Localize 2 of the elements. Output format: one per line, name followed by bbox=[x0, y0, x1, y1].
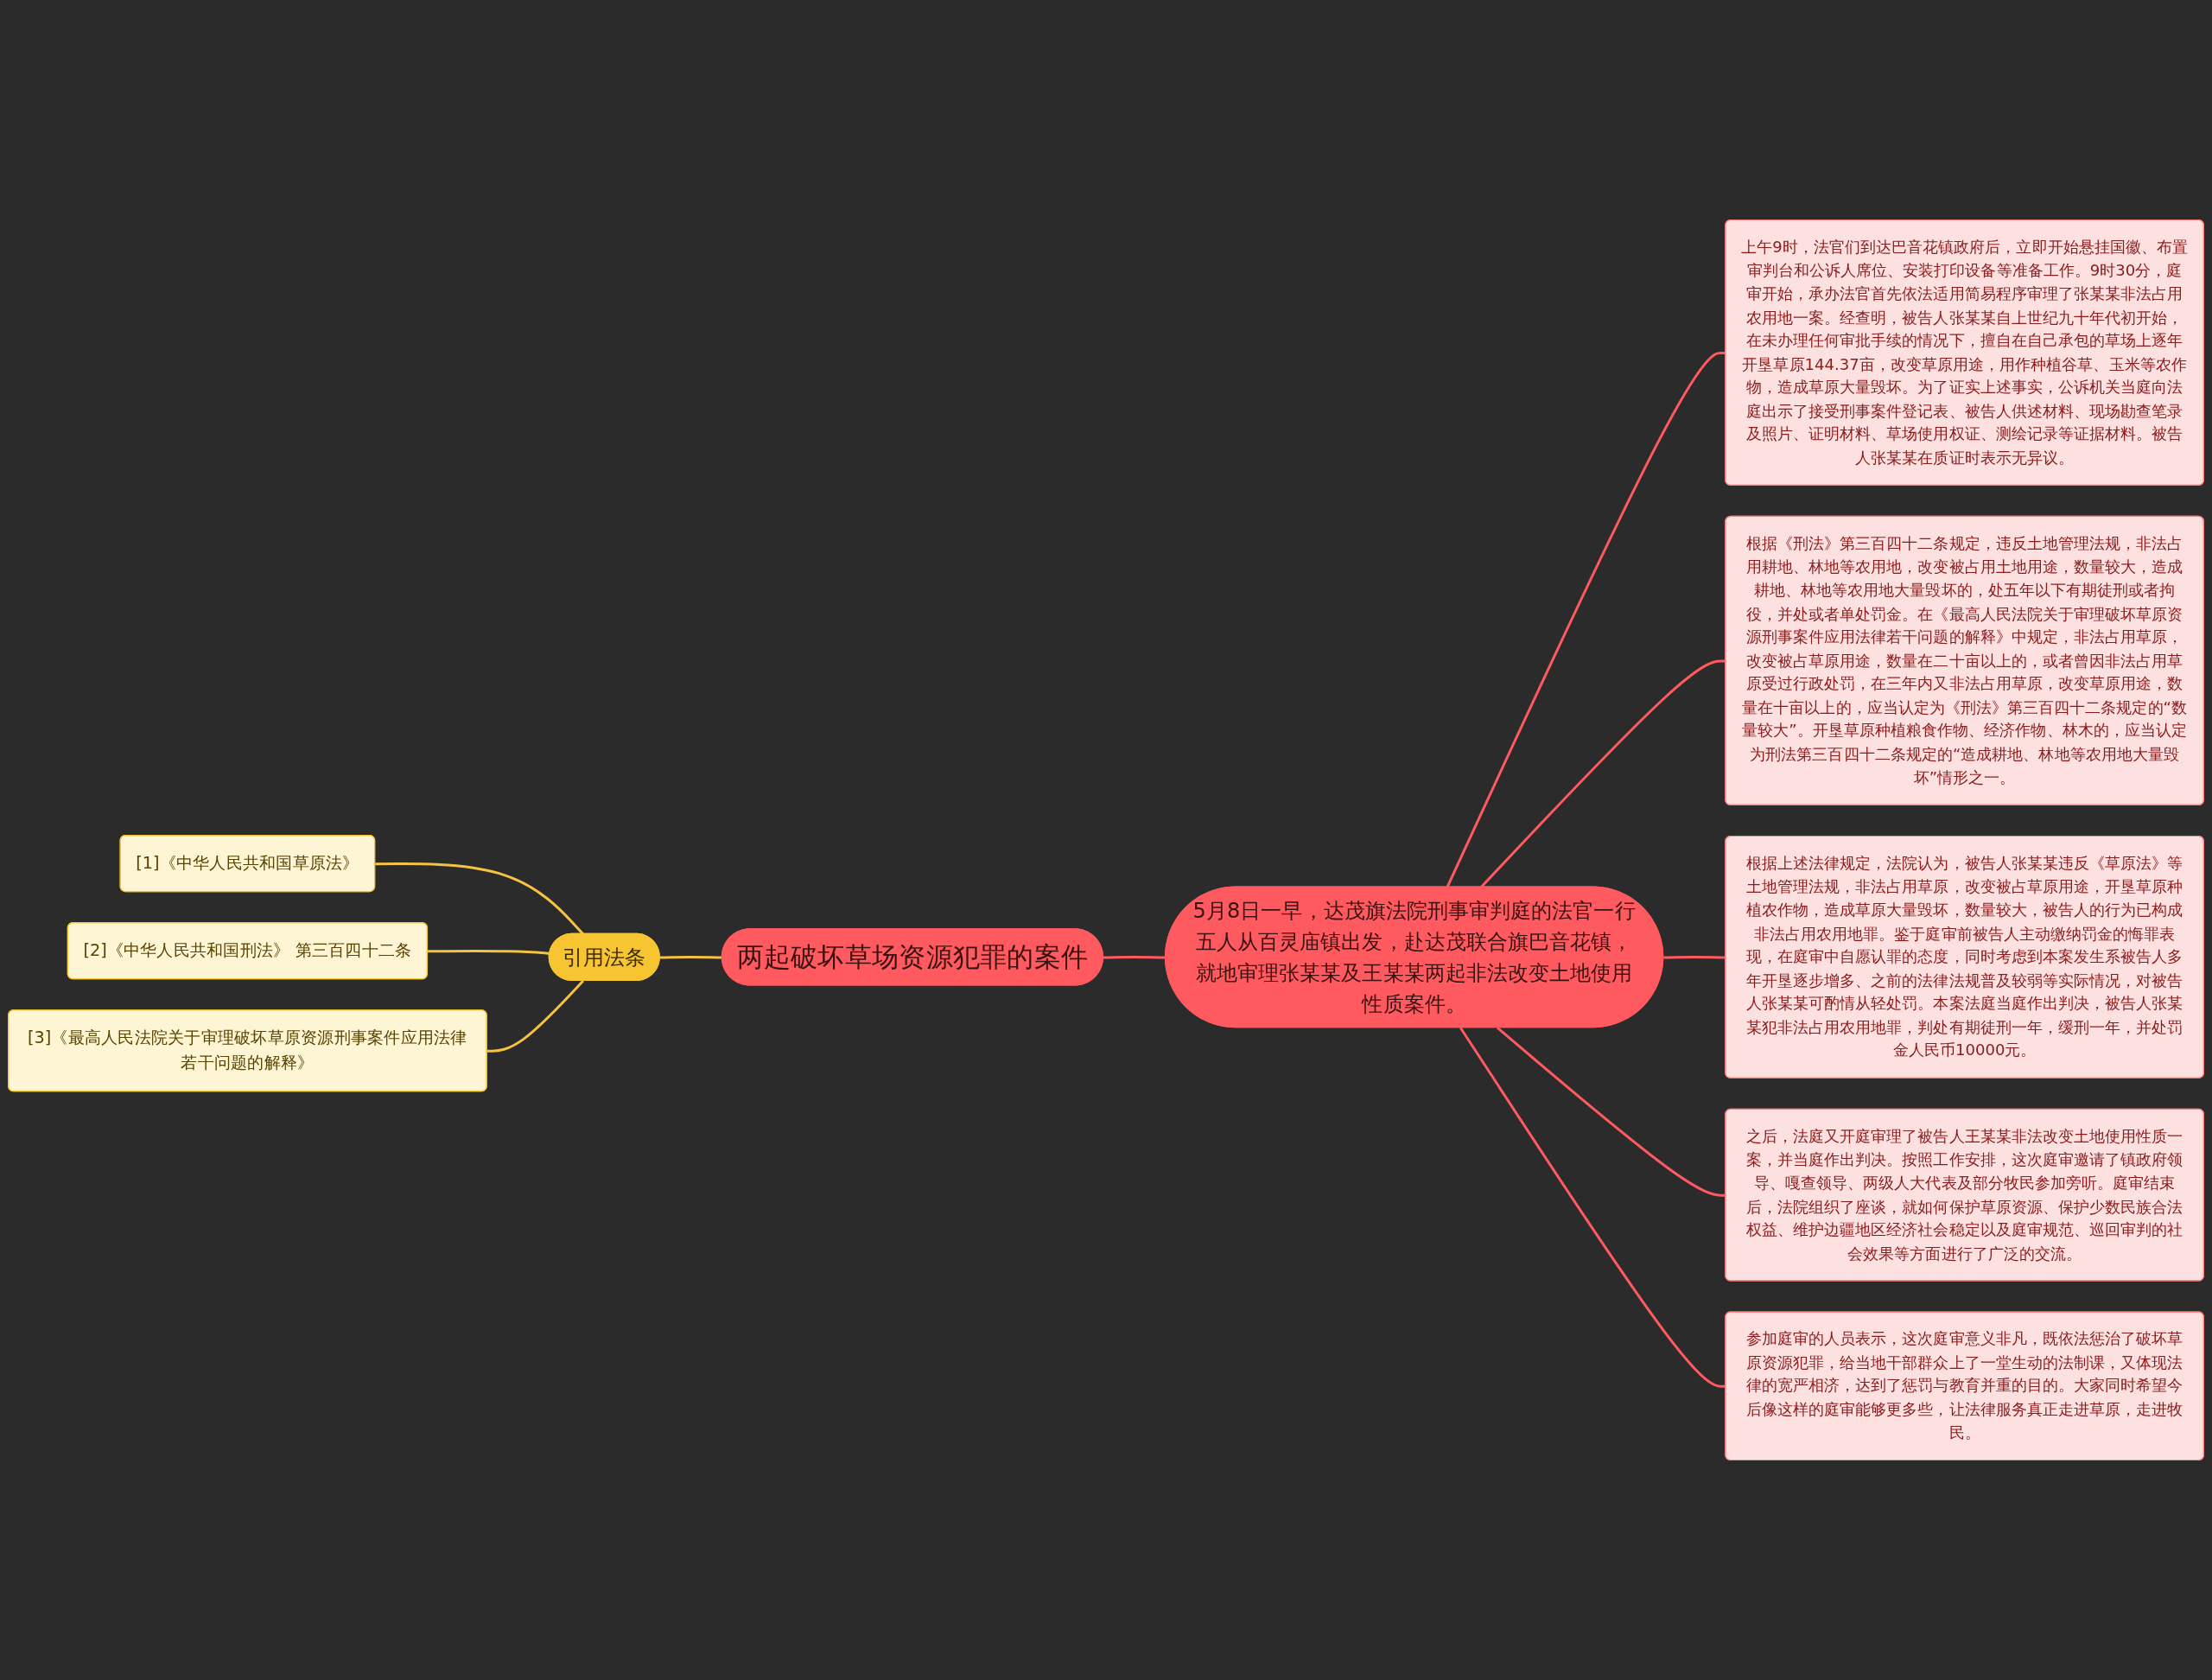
connector bbox=[375, 862, 584, 935]
connector bbox=[486, 980, 584, 1053]
